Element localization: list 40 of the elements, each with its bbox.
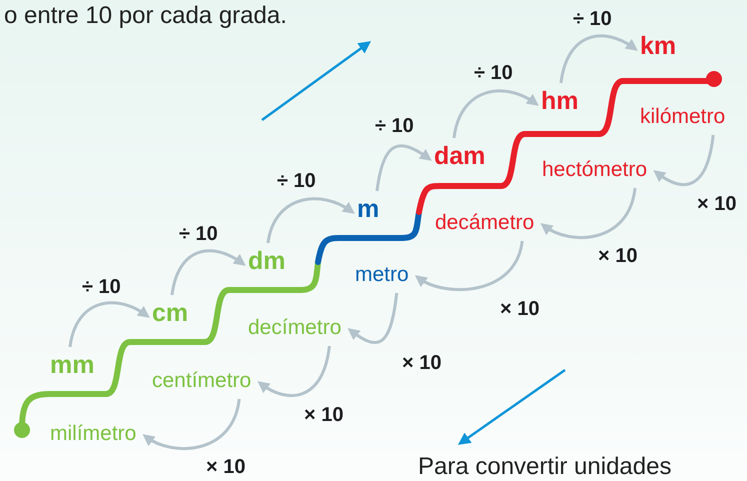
unit-name: metro [355, 264, 409, 285]
curved-arrow [142, 398, 241, 450]
curved-arrow [414, 240, 524, 291]
unit-name: centímetro [152, 370, 252, 391]
unit-name: hectómetro [542, 159, 648, 180]
note-text: o entre 10 por cada grada. [4, 4, 287, 28]
edge-label: × 10 [500, 299, 540, 319]
unit-symbol: dam [434, 144, 486, 169]
unit-symbol: dm [248, 249, 286, 274]
unit-symbol: mm [50, 353, 94, 378]
unit-name: kilómetro [640, 106, 726, 127]
curved-arrow [266, 197, 356, 244]
unit-symbol: cm [152, 301, 188, 326]
curved-arrow [348, 292, 398, 344]
unit-symbol: hm [541, 89, 578, 114]
unit-name: decímetro [248, 317, 342, 338]
curved-arrow [452, 89, 540, 138]
edge-label: ÷ 10 [474, 63, 513, 83]
curved-arrow [257, 346, 331, 397]
curved-arrow [170, 249, 246, 296]
edge-label: × 10 [206, 457, 246, 477]
unit-name: milímetro [50, 423, 136, 444]
curved-arrow [653, 134, 715, 186]
edge-label: × 10 [598, 246, 638, 266]
edge-label: ÷ 10 [277, 171, 316, 191]
unit-symbol: m [357, 197, 380, 222]
edge-label: × 10 [697, 194, 736, 214]
curved-arrow [540, 188, 637, 239]
curved-arrow [68, 301, 150, 348]
edge-label: × 10 [304, 405, 344, 425]
edge-label: ÷ 10 [573, 9, 612, 29]
edge-label: ÷ 10 [82, 277, 121, 297]
curved-arrow [560, 34, 638, 84]
edge-label: × 10 [402, 353, 442, 373]
edge-label: ÷ 10 [375, 116, 414, 136]
unit-name: decámetro [435, 212, 534, 233]
edge-label: ÷ 10 [179, 224, 218, 244]
note-text: Para convertir unidades [418, 455, 672, 479]
curved-arrow [376, 144, 432, 192]
unit-symbol: km [640, 34, 676, 59]
